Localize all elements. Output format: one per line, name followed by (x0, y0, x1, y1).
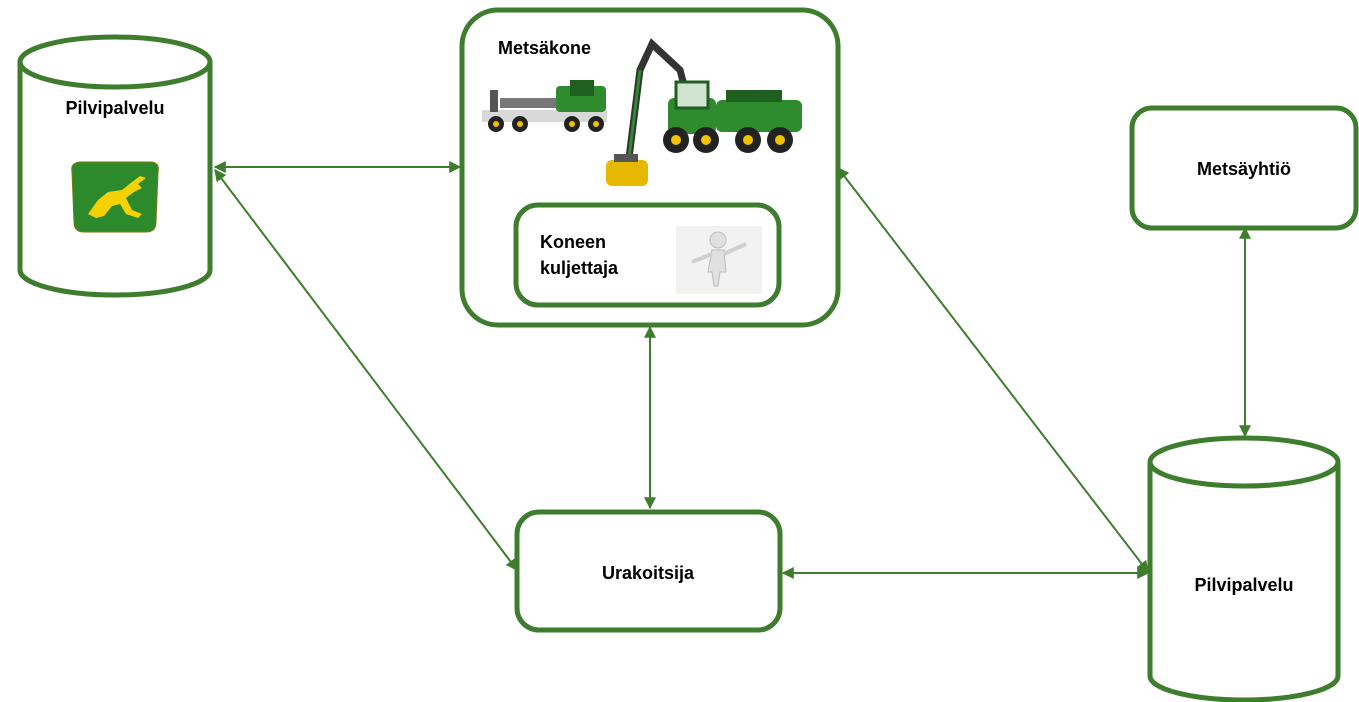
john-deere-logo-icon (71, 161, 159, 233)
cloud-left-label: Pilvipalvelu (65, 98, 164, 118)
operator-label-line2: kuljettaja (540, 258, 619, 278)
operator-label-line1: Koneen (540, 232, 606, 252)
cloud-right-label: Pilvipalvelu (1194, 575, 1293, 595)
cloud-service-left: Pilvipalvelu (17, 34, 213, 298)
cloud-service-right: Pilvipalvelu (1147, 435, 1341, 702)
harvester-machine-icon (606, 38, 802, 186)
contractor-node: Urakoitsija (514, 509, 783, 633)
edge-cloud-left-contractor (214, 169, 518, 571)
edges (213, 161, 1251, 579)
operator-node: Koneen kuljettaja (513, 202, 782, 308)
edge-machine-cloud-right (837, 167, 1149, 573)
forwarder-machine-icon (482, 80, 607, 132)
contractor-label: Urakoitsija (602, 563, 695, 583)
forest-company-label: Metsäyhtiö (1197, 159, 1291, 179)
forest-machine-node: Metsäkone (459, 7, 841, 328)
person-figure-icon (676, 226, 762, 294)
machine-label: Metsäkone (498, 38, 591, 58)
forest-company-node: Metsäyhtiö (1129, 105, 1359, 231)
